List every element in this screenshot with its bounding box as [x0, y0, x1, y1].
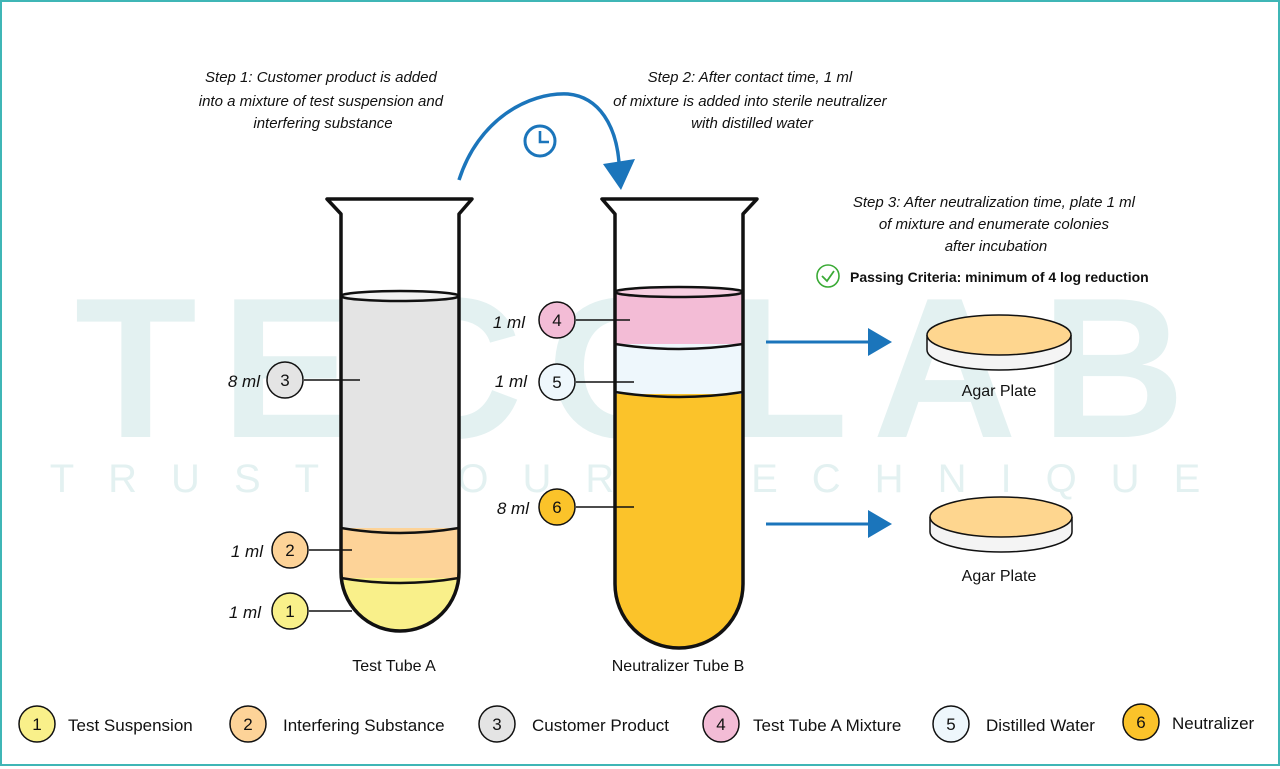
agar-plate-2: [929, 496, 1073, 553]
plate-arrow-1: [766, 328, 892, 356]
legend-item-5-number: 5: [946, 715, 955, 734]
legend-item-4-label: Test Tube A Mixture: [753, 716, 901, 735]
step3-caption: Step 3: After neutralization time, plate…: [853, 194, 1139, 255]
legend-item-3: 3 Customer Product: [478, 705, 669, 743]
tube-a-marker-1-volume: 1 ml: [229, 603, 262, 622]
tube-a-layer-1: [341, 578, 459, 631]
step2-line3: with distilled water: [691, 115, 814, 132]
step2-line2: of mixture is added into sterile neutral…: [613, 93, 887, 110]
passing-criteria: Passing Criteria: minimum of 4 log reduc…: [850, 269, 1149, 285]
step1-line2: into a mixture of test suspension and: [199, 93, 444, 110]
legend-item-1-label: Test Suspension: [68, 716, 193, 735]
step3-line3: after incubation: [945, 238, 1048, 255]
step3-line1: Step 3: After neutralization time, plate…: [853, 194, 1136, 211]
legend: 1 Test Suspension 2 Interfering Substanc…: [18, 703, 1255, 743]
legend-item-4: 4 Test Tube A Mixture: [702, 705, 901, 743]
legend-item-6: 6 Neutralizer: [1122, 703, 1255, 741]
tube-b-marker-4-volume: 1 ml: [493, 313, 526, 332]
test-tube-a: [325, 197, 474, 633]
tube-b-marker-4-number: 4: [552, 311, 561, 330]
step3-line2: of mixture and enumerate colonies: [879, 216, 1110, 233]
tube-b-marker-6-number: 6: [552, 498, 561, 517]
step1-line3: interfering substance: [253, 115, 392, 132]
tube-a-marker-3-volume: 8 ml: [228, 372, 261, 391]
legend-item-5-label: Distilled Water: [986, 716, 1095, 735]
tube-a-marker-2-volume: 1 ml: [231, 542, 264, 561]
tube-a-marker-3: 3 8 ml: [228, 361, 360, 399]
clock-icon: [523, 124, 557, 158]
legend-item-1-number: 1: [32, 715, 41, 734]
tube-a-marker-2: 2 1 ml: [231, 531, 352, 569]
agar-plate-1-label: Agar Plate: [962, 383, 1037, 400]
tube-b-layer-4: [615, 290, 743, 344]
legend-item-2-label: Interfering Substance: [283, 716, 445, 735]
agar-plate-1: [926, 314, 1072, 371]
tube-b-marker-5-number: 5: [552, 373, 561, 392]
neutralizer-tube-b: [600, 197, 759, 650]
tube-b-marker-6: 6 8 ml: [497, 488, 634, 526]
legend-item-6-label: Neutralizer: [1172, 714, 1255, 733]
transfer-arrow: [457, 92, 621, 181]
legend-item-2-number: 2: [243, 715, 252, 734]
step2-line1: Step 2: After contact time, 1 ml: [648, 69, 853, 86]
tube-b-marker-6-volume: 8 ml: [497, 499, 530, 518]
legend-item-4-number: 4: [716, 715, 725, 734]
tube-b-marker-5: 5 1 ml: [495, 363, 634, 401]
legend-item-5: 5 Distilled Water: [932, 705, 1095, 743]
tube-b-marker-5-volume: 1 ml: [495, 372, 528, 391]
agar-plate-2-label: Agar Plate: [962, 568, 1037, 585]
tube-b-marker-4: 4 1 ml: [493, 301, 630, 339]
step1-line1: Step 1: Customer product is added: [205, 69, 437, 86]
step1-caption: Step 1: Customer product is added into a…: [199, 69, 447, 132]
transfer-arrowhead: [603, 159, 635, 190]
legend-item-3-label: Customer Product: [532, 716, 669, 735]
plate-arrow-2: [766, 510, 892, 538]
legend-item-3-number: 3: [492, 715, 501, 734]
tube-b-label: Neutralizer Tube B: [612, 658, 745, 675]
tube-a-marker-3-number: 3: [280, 371, 289, 390]
tube-a-marker-2-number: 2: [285, 541, 294, 560]
tube-a-marker-1-number: 1: [285, 602, 294, 621]
tube-b-layer-5: [615, 344, 743, 394]
legend-item-6-number: 6: [1136, 713, 1145, 732]
tube-a-layer-2: [341, 528, 459, 578]
legend-item-1: 1 Test Suspension: [18, 705, 193, 743]
check-circle-icon: [816, 264, 840, 288]
legend-item-2: 2 Interfering Substance: [229, 705, 445, 743]
tube-b-layer-6: [615, 394, 743, 648]
step2-caption: Step 2: After contact time, 1 ml of mixt…: [613, 69, 891, 132]
tube-a-label: Test Tube A: [352, 658, 436, 675]
tube-a-marker-1: 1 1 ml: [229, 592, 352, 630]
tube-a-layer-3: [341, 296, 459, 528]
